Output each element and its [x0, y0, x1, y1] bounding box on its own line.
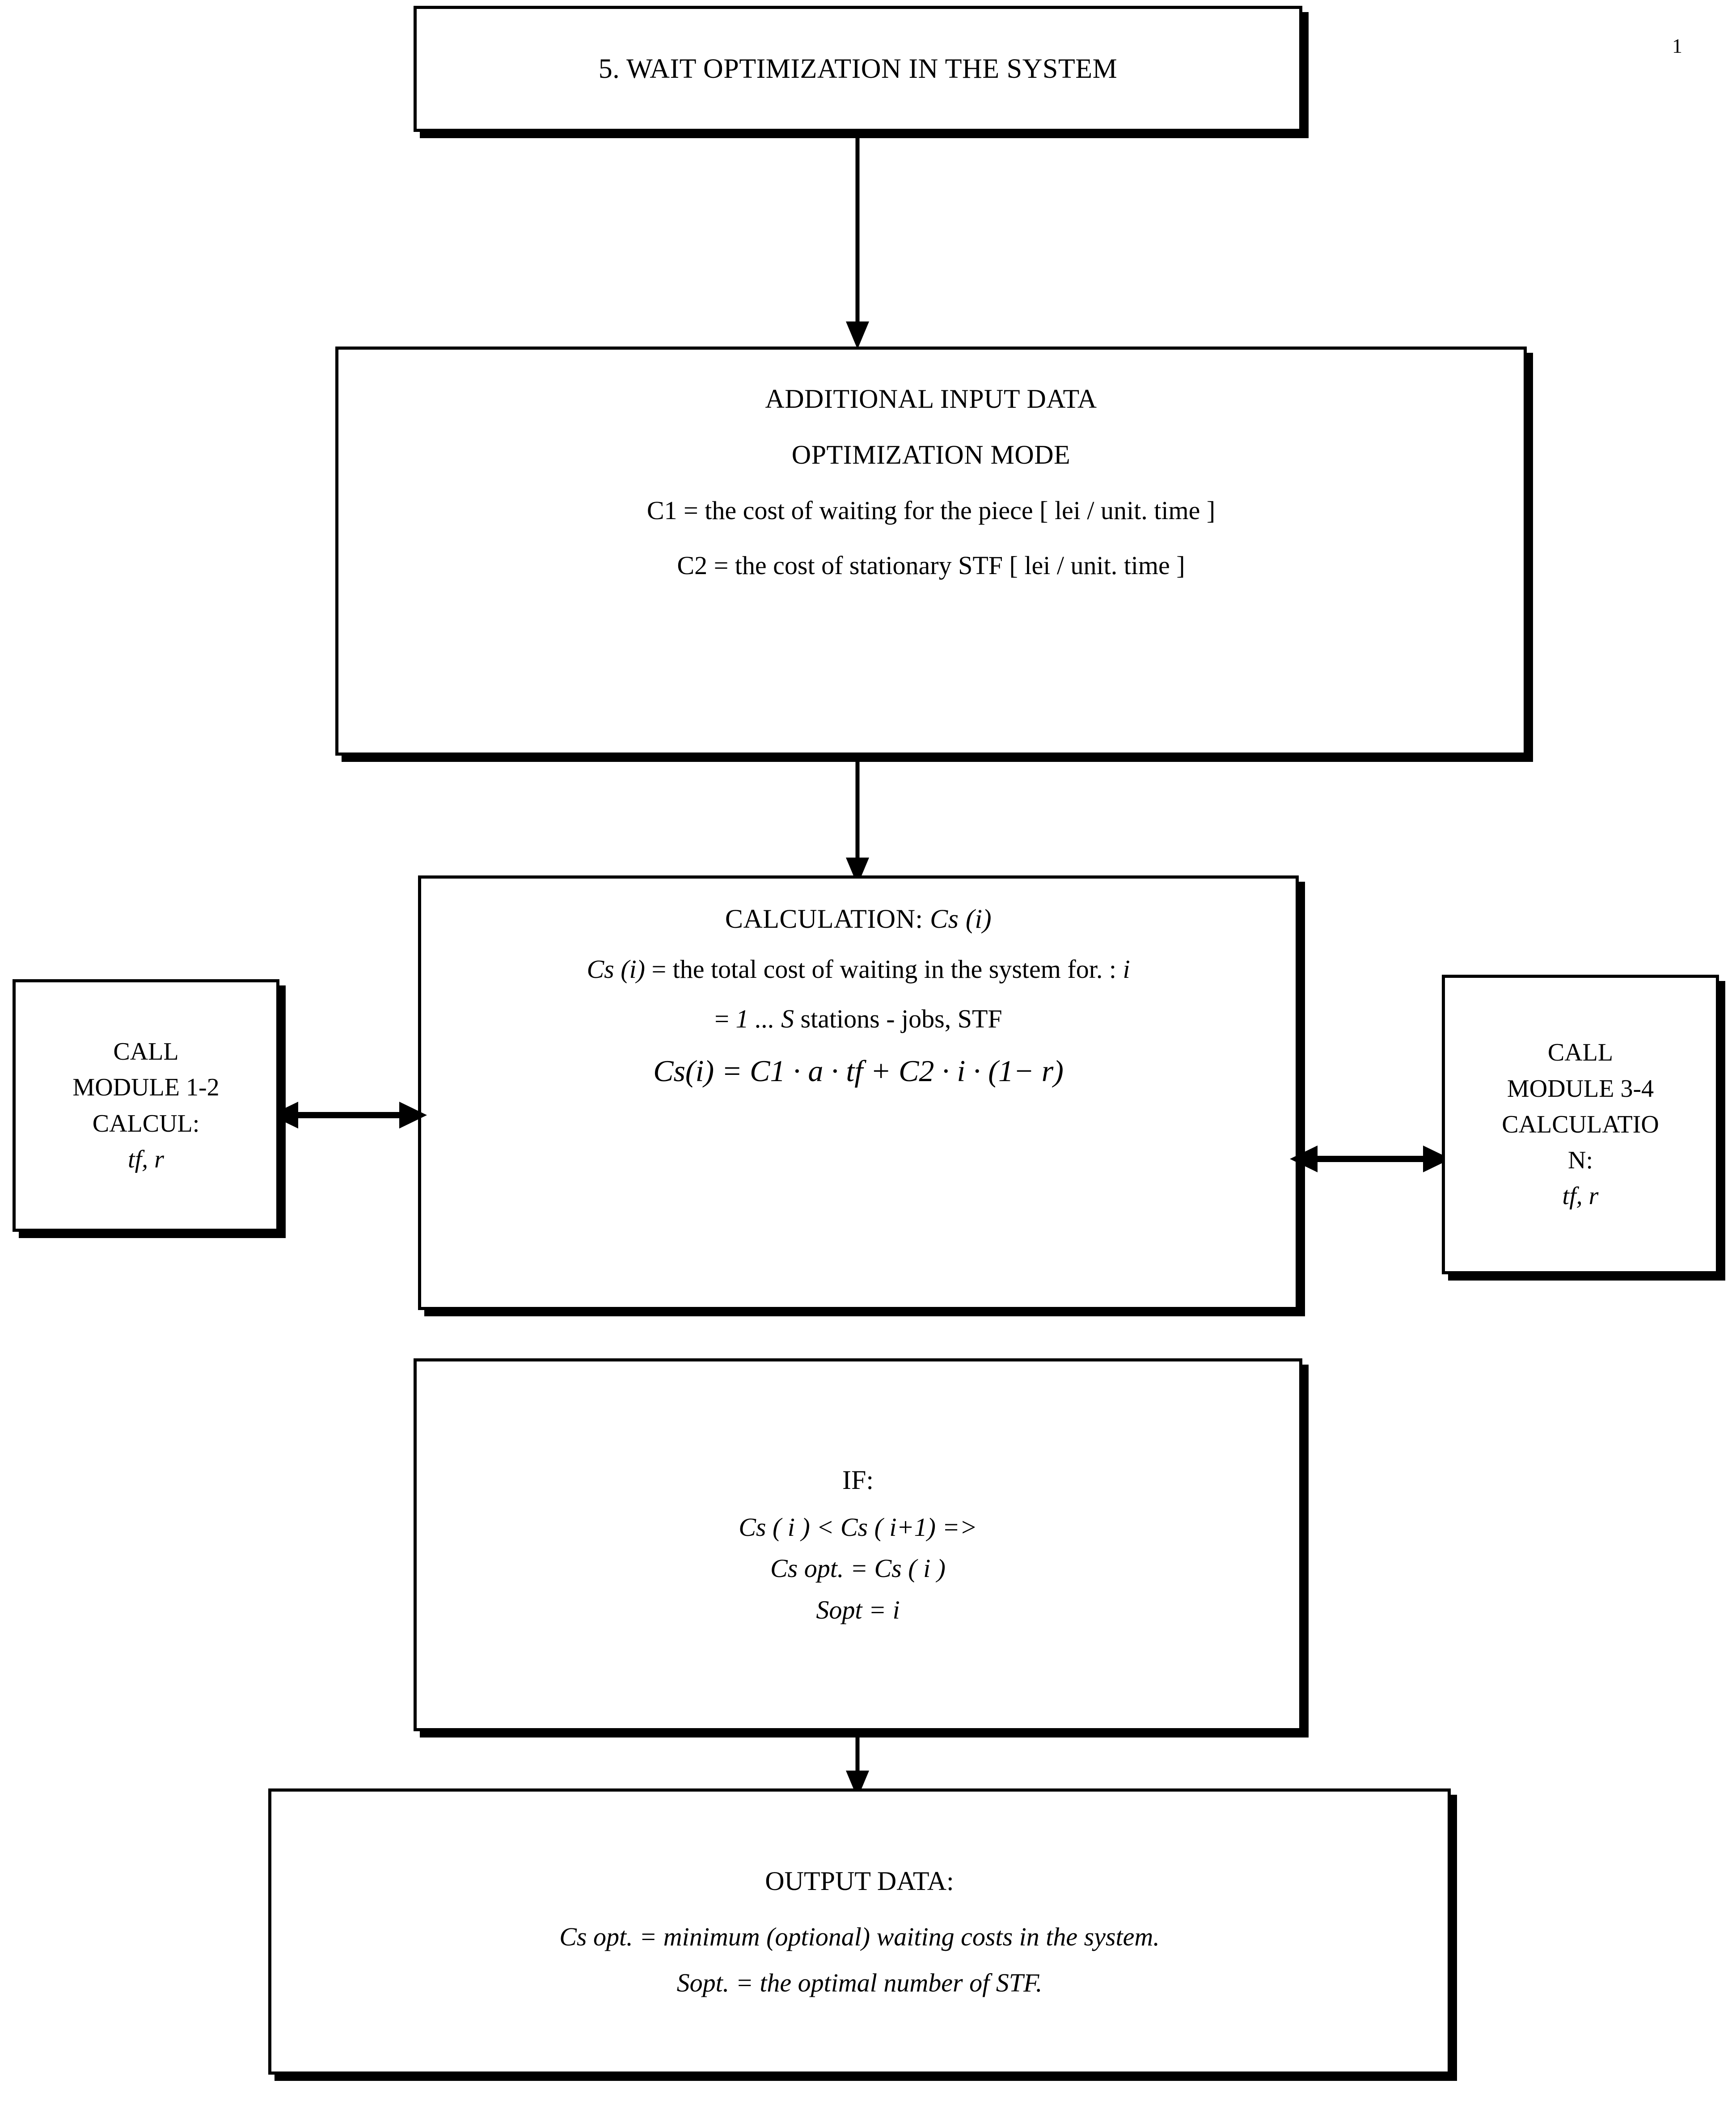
- box-output-data: OUTPUT DATA: Cs opt. = minimum (optional…: [268, 1788, 1451, 2075]
- call-left-line-vars: tf, r: [128, 1145, 164, 1173]
- connector-input-to-calculation: [844, 756, 871, 885]
- calculation-heading: CALCULATION: Cs (i): [421, 904, 1296, 934]
- calculation-cs-symbol: Cs (i): [587, 955, 645, 984]
- box-additional-input-data: ADDITIONAL INPUT DATA OPTIMIZATION MODE …: [335, 347, 1527, 756]
- connector-calculation-to-call-right: [1290, 1128, 1451, 1190]
- calculation-formula: Cs(i) = C1 · a · tf + C2 · i · (1− r): [653, 1054, 1064, 1088]
- calculation-cs-index: i: [1123, 955, 1130, 984]
- call-right-line-call: CALL: [1547, 1039, 1614, 1067]
- box-wait-optimization-title: 5. WAIT OPTIMIZATION IN THE SYSTEM: [414, 6, 1302, 132]
- if-heading: IF:: [842, 1465, 874, 1495]
- calculation-range-line: = 1 ... S stations - jobs, STF: [421, 1004, 1296, 1034]
- if-assign-sopt: Sopt = i: [816, 1595, 900, 1624]
- output-sopt: Sopt. = the optimal number of STF.: [676, 1968, 1043, 1997]
- box-if-condition: IF: Cs ( i ) < Cs ( i+1) => Cs opt. = Cs…: [414, 1358, 1302, 1731]
- title-text: 5. WAIT OPTIMIZATION IN THE SYSTEM: [598, 53, 1118, 84]
- if-comparison: Cs ( i ) < Cs ( i+1) =>: [739, 1512, 977, 1542]
- call-right-line-module: MODULE 3-4: [1507, 1074, 1654, 1103]
- connector-calculation-to-call-left: [270, 1084, 427, 1146]
- input-subheading: OPTIMIZATION MODE: [791, 440, 1071, 469]
- calculation-cs-definition: Cs (i) = the total cost of waiting in th…: [421, 954, 1296, 984]
- calculation-range-text: stations - jobs, STF: [794, 1004, 1002, 1033]
- calculation-heading-symbol: Cs (i): [930, 904, 992, 934]
- input-c1-definition: C1 = the cost of waiting for the piece […: [646, 496, 1216, 525]
- box-call-module-3-4: CALL MODULE 3-4 CALCULATIO N: tf, r: [1442, 975, 1719, 1274]
- calculation-range-eq: =: [714, 1004, 736, 1033]
- call-left-line-module: MODULE 1-2: [72, 1074, 220, 1102]
- calculation-range-bounds: 1 ... S: [735, 1004, 794, 1033]
- if-assign-cs-opt: Cs opt. = Cs ( i ): [770, 1554, 946, 1583]
- call-left-line-call: CALL: [113, 1037, 179, 1065]
- box-call-module-1-2: CALL MODULE 1-2 CALCUL: tf, r: [13, 979, 279, 1232]
- call-right-line-vars: tf, r: [1562, 1182, 1599, 1210]
- output-cs-opt: Cs opt. = minimum (optional) waiting cos…: [559, 1922, 1160, 1951]
- calculation-heading-prefix: CALCULATION:: [725, 904, 930, 934]
- page-number: 1: [1672, 34, 1682, 57]
- input-heading: ADDITIONAL INPUT DATA: [765, 384, 1097, 414]
- calculation-cs-text: = the total cost of waiting in the syste…: [645, 955, 1123, 984]
- call-right-line-n: N:: [1568, 1146, 1593, 1175]
- output-heading: OUTPUT DATA:: [765, 1866, 954, 1896]
- box-calculation: CALCULATION: Cs (i) Cs (i) = the total c…: [418, 875, 1299, 1310]
- input-c2-definition: C2 = the cost of stationary STF [ lei / …: [677, 551, 1185, 580]
- connector-condition-to-output: [844, 1731, 871, 1798]
- call-right-line-calculatio: CALCULATIO: [1502, 1110, 1659, 1138]
- connector-title-to-input: [844, 132, 871, 349]
- call-left-line-calcul: CALCUL:: [92, 1109, 200, 1137]
